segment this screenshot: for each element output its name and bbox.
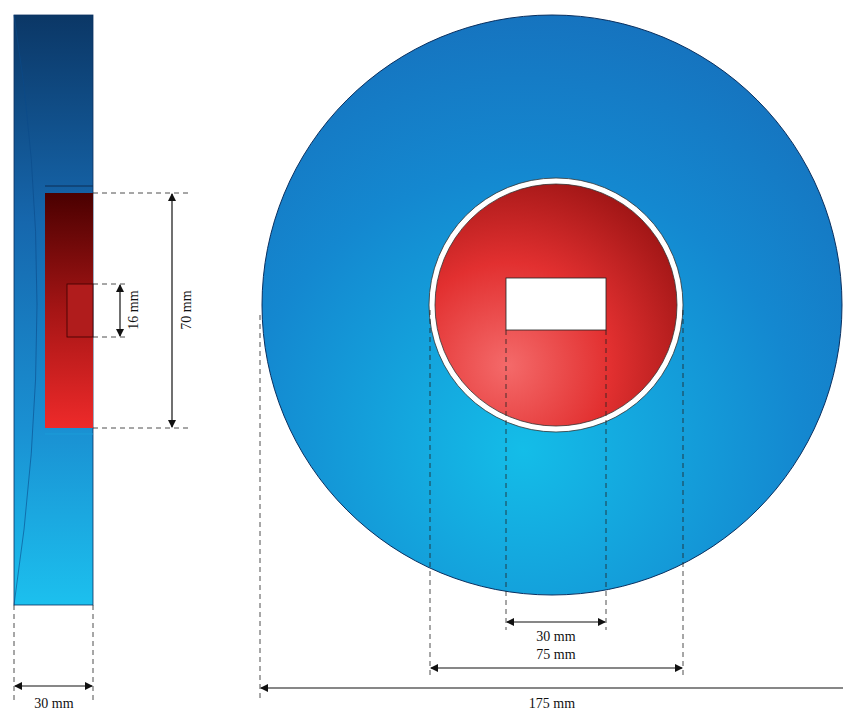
dimension-label: 30 mm — [534, 629, 577, 645]
dimension-label: 70 mm — [179, 288, 195, 331]
dimension-label: 75 mm — [534, 647, 577, 663]
dimension-label: 30 mm — [32, 696, 75, 712]
dimension-label: 175 mm — [527, 696, 577, 712]
dimension-label: 16 mm — [126, 288, 142, 331]
